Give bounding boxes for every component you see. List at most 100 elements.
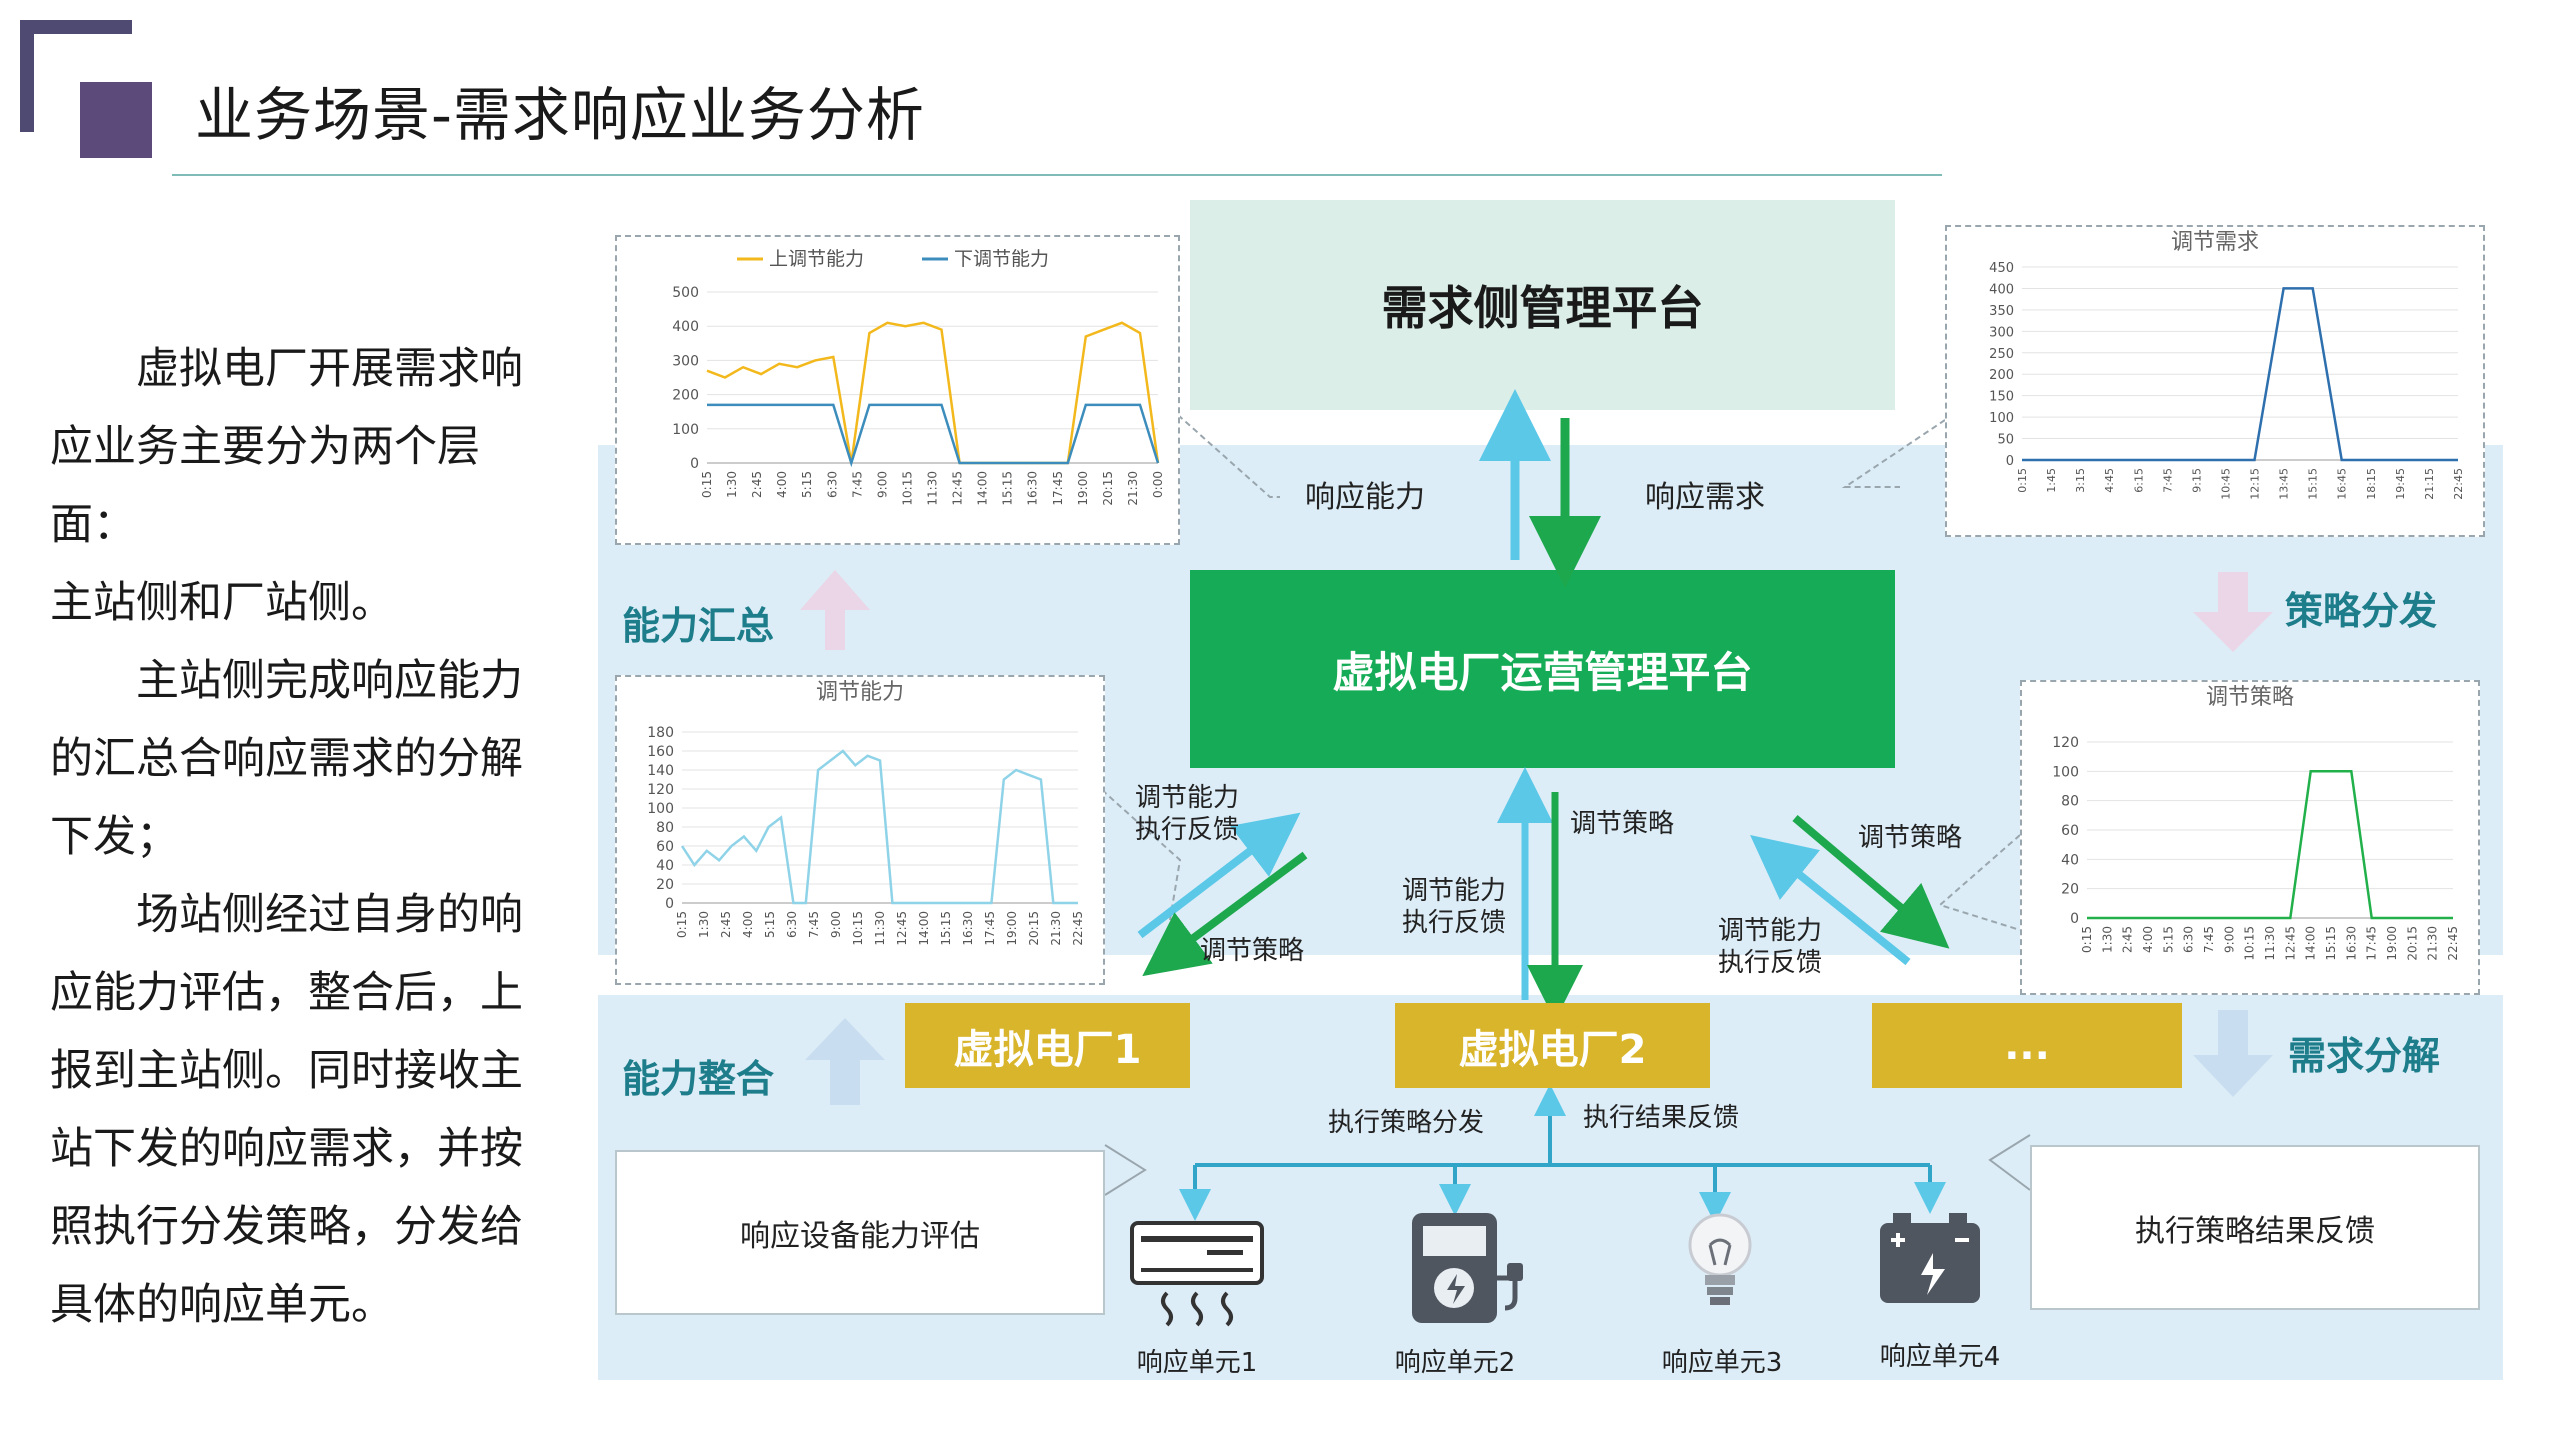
device-label-2: 响应单元2 bbox=[1394, 1348, 1516, 1378]
x-tick-label: 9:00 bbox=[829, 911, 843, 938]
description-line: 应能力评估，整合后，上 bbox=[50, 968, 523, 1018]
device-eval-text: 响应设备能力评估 bbox=[740, 1218, 980, 1254]
label-right-feedback: 调节能力 执行反馈 bbox=[1718, 915, 1822, 979]
description-text: 虚拟电厂开展需求响 应业务主要分为两个层面： 主站侧和厂站侧。 主站侧完成响应能… bbox=[50, 330, 550, 1344]
x-tick-label: 12:45 bbox=[951, 471, 965, 506]
device-unit-3[interactable] bbox=[1680, 1205, 1760, 1325]
y-tick-label: 40 bbox=[656, 858, 674, 874]
x-tick-label: 11:30 bbox=[926, 471, 940, 506]
label-capacity-integration: 能力整合 bbox=[622, 1057, 775, 1101]
vpp-2[interactable]: 虚拟电厂2 bbox=[1395, 1003, 1710, 1088]
y-tick-label: 500 bbox=[672, 285, 699, 301]
x-tick-label: 21:30 bbox=[1126, 471, 1140, 506]
y-tick-label: 80 bbox=[656, 820, 674, 836]
exec-result-box: 执行策略结果反馈 bbox=[2030, 1145, 2480, 1310]
label-left-feedback-line1: 调节能力 bbox=[1135, 783, 1240, 813]
chart-title: 调节策略 bbox=[2206, 685, 2294, 710]
y-tick-label: 350 bbox=[1989, 304, 2014, 319]
x-tick-label: 6:15 bbox=[2132, 468, 2145, 493]
arrow-capacity-summary bbox=[800, 570, 870, 650]
device-unit-4[interactable] bbox=[1875, 1208, 1985, 1308]
description-line: 主站侧和厂站侧。 bbox=[50, 578, 394, 628]
x-tick-label: 19:45 bbox=[2394, 468, 2407, 500]
x-tick-label: 15:15 bbox=[939, 911, 953, 946]
vpp-operation-platform[interactable]: 虚拟电厂运营管理平台 bbox=[1190, 570, 1895, 768]
x-tick-label: 4:00 bbox=[741, 911, 755, 938]
x-tick-label: 21:30 bbox=[2426, 926, 2440, 961]
vpp-more[interactable]: ... bbox=[1872, 1003, 2182, 1088]
x-tick-label: 10:15 bbox=[2243, 926, 2257, 961]
label-exec-result: 执行结果反馈 bbox=[1583, 1103, 1740, 1133]
y-tick-label: 60 bbox=[2061, 823, 2079, 839]
device-unit-2[interactable] bbox=[1407, 1208, 1532, 1333]
y-tick-label: 0 bbox=[665, 896, 674, 912]
label-center-feedback-line2: 执行反馈 bbox=[1402, 908, 1507, 938]
vpp-1[interactable]: 虚拟电厂1 bbox=[905, 1003, 1190, 1088]
x-tick-label: 0:00 bbox=[1151, 471, 1165, 498]
x-tick-label: 21:15 bbox=[2423, 468, 2436, 500]
logo-square bbox=[80, 82, 152, 158]
x-tick-label: 7:45 bbox=[807, 911, 821, 938]
x-tick-label: 4:45 bbox=[2103, 468, 2116, 493]
x-tick-label: 2:45 bbox=[2121, 926, 2135, 953]
y-tick-label: 300 bbox=[1989, 325, 2014, 340]
label-right-strategy: 调节策略 bbox=[1858, 823, 1963, 853]
x-tick-label: 7:45 bbox=[850, 471, 864, 498]
device-unit-1[interactable] bbox=[1127, 1218, 1267, 1328]
label-left-feedback-line2: 执行反馈 bbox=[1135, 815, 1240, 845]
label-demand-decompose: 需求分解 bbox=[2288, 1034, 2441, 1078]
x-tick-label: 16:30 bbox=[2344, 926, 2358, 961]
x-tick-label: 12:15 bbox=[2249, 468, 2262, 500]
x-tick-label: 19:00 bbox=[1005, 911, 1019, 946]
x-tick-label: 16:30 bbox=[961, 911, 975, 946]
x-tick-label: 14:00 bbox=[917, 911, 931, 946]
arrow-demand-decompose bbox=[2193, 1010, 2273, 1097]
x-tick-label: 14:00 bbox=[2304, 926, 2318, 961]
x-tick-label: 2:45 bbox=[719, 911, 733, 938]
y-tick-label: 20 bbox=[656, 877, 674, 893]
device-eval-box: 响应设备能力评估 bbox=[615, 1150, 1105, 1315]
y-tick-label: 40 bbox=[2061, 852, 2079, 868]
y-tick-label: 0 bbox=[2006, 454, 2014, 469]
x-tick-label: 17:45 bbox=[1051, 471, 1065, 506]
x-tick-label: 1:30 bbox=[2100, 926, 2114, 953]
chart-title: 调节需求 bbox=[2171, 230, 2259, 255]
series-line bbox=[2087, 770, 2453, 920]
label-right-feedback-line1: 调节能力 bbox=[1718, 916, 1823, 946]
demand-side-platform[interactable]: 需求侧管理平台 bbox=[1190, 200, 1895, 410]
legend-label: 上调节能力 bbox=[769, 248, 864, 270]
y-tick-label: 150 bbox=[1989, 390, 2014, 405]
chart-title: 调节能力 bbox=[816, 680, 904, 705]
air-conditioner-icon bbox=[1130, 1221, 1264, 1327]
y-tick-label: 140 bbox=[647, 763, 674, 779]
x-tick-label: 13:45 bbox=[2278, 468, 2291, 500]
x-tick-label: 0:15 bbox=[2016, 468, 2029, 493]
device-label-1: 响应单元1 bbox=[1136, 1348, 1258, 1378]
page-title: 业务场景-需求响应业务分析 bbox=[195, 81, 925, 149]
x-tick-label: 17:45 bbox=[983, 911, 997, 946]
x-tick-label: 20:15 bbox=[1101, 471, 1115, 506]
label-exec-dispatch: 执行策略分发 bbox=[1328, 1108, 1485, 1138]
description-line: 照执行分发策略，分发给 bbox=[50, 1202, 523, 1252]
device-label-3: 响应单元3 bbox=[1661, 1348, 1783, 1378]
x-tick-label: 11:30 bbox=[873, 911, 887, 946]
description-line: 主站侧完成响应能力 bbox=[50, 656, 523, 706]
x-tick-label: 15:15 bbox=[2307, 468, 2320, 500]
x-tick-label: 10:15 bbox=[900, 471, 914, 506]
y-tick-label: 20 bbox=[2061, 882, 2079, 898]
x-tick-label: 14:00 bbox=[976, 471, 990, 506]
logo-frame bbox=[20, 20, 132, 132]
x-tick-label: 16:30 bbox=[1026, 471, 1040, 506]
x-tick-label: 11:30 bbox=[2263, 926, 2277, 961]
y-tick-label: 180 bbox=[647, 725, 674, 741]
x-tick-label: 4:00 bbox=[775, 471, 789, 498]
x-tick-label: 15:15 bbox=[2324, 926, 2338, 961]
x-tick-label: 15:15 bbox=[1001, 471, 1015, 506]
